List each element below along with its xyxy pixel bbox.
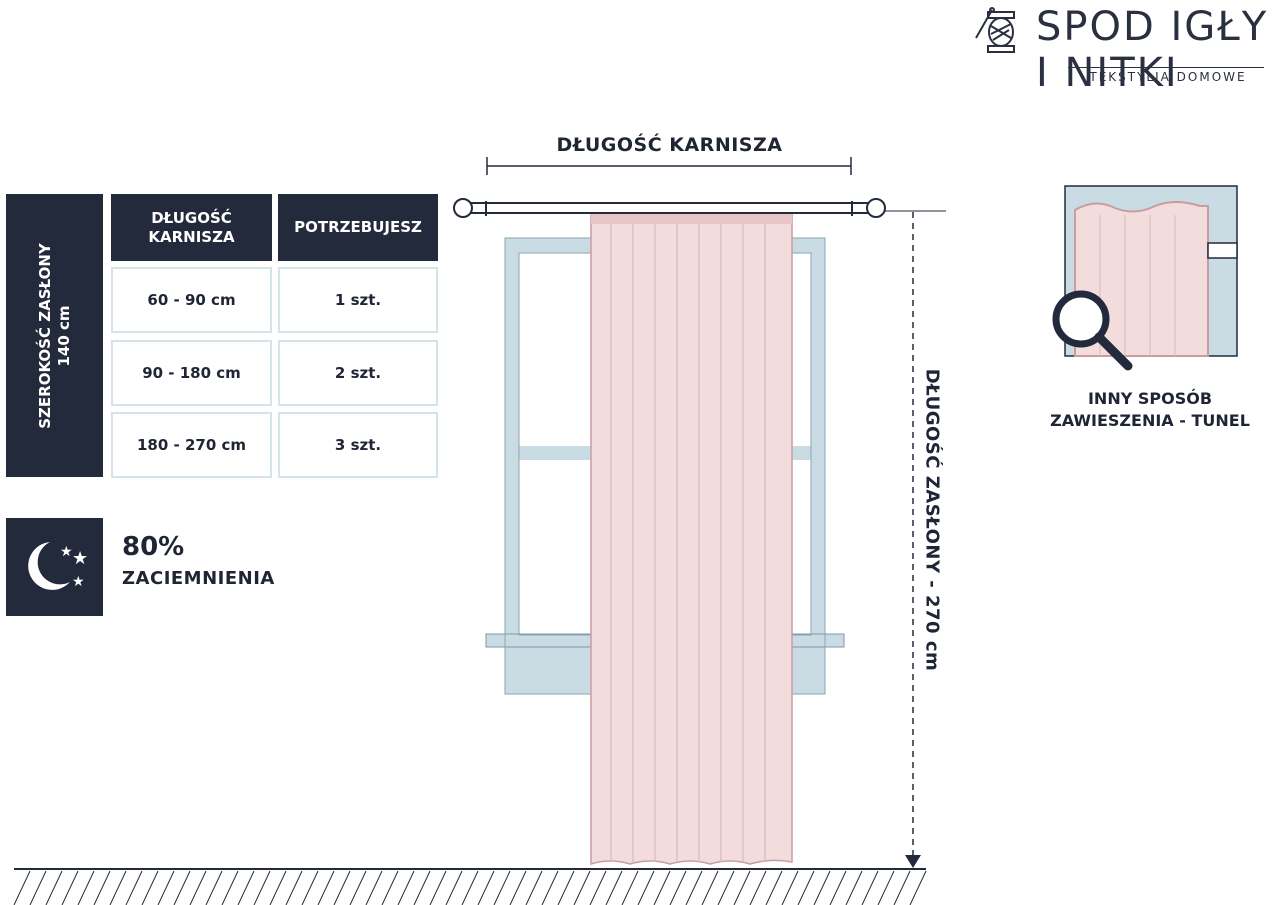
magnifier-icon	[1052, 290, 1133, 371]
rod-length-label: DŁUGOŚĆ KARNISZA	[556, 134, 783, 156]
curtain	[590, 213, 793, 866]
brand-name: SPOD IGŁY I NITKI	[1036, 4, 1269, 96]
curtain-length-dimension	[905, 212, 921, 868]
svg-text:★: ★	[72, 548, 88, 569]
table-cell-rod-length: 60 - 90 cm	[111, 267, 272, 333]
brand-logo-icon	[975, 7, 1015, 53]
rod-length-dimension	[486, 157, 852, 175]
brand-tagline: TEKSTYLIA DOMOWE	[1089, 70, 1247, 84]
svg-text:★: ★	[72, 574, 85, 590]
floor	[13, 868, 927, 905]
table-cell-needed: 2 szt.	[278, 340, 438, 406]
table-cell-needed: 1 szt.	[278, 267, 438, 333]
table-cell-rod-length: 180 - 270 cm	[111, 412, 272, 478]
table-cell-rod-length: 90 - 180 cm	[111, 340, 272, 406]
curtain-length-label: DŁUGOŚĆ ZASŁONY - 270 cm	[921, 368, 943, 672]
moon-stars-icon: ★ ★ ★	[28, 542, 88, 590]
tunnel-label: INNY SPOSÓB ZAWIESZENIA - TUNEL	[1050, 389, 1250, 430]
table-header-needed: POTRZEBUJESZ	[278, 194, 438, 261]
curtain-width-label: SZEROKOŚĆ ZASŁONY 140 cm	[6, 194, 103, 477]
svg-text:★: ★	[60, 544, 73, 560]
blackout-percent: 80%	[122, 532, 185, 562]
table-header-rod-length: DŁUGOŚĆ KARNISZA	[111, 194, 272, 261]
brand-divider	[1068, 67, 1264, 68]
blackout-label: ZACIEMNIENIA	[122, 568, 275, 589]
table-cell-needed: 3 szt.	[278, 412, 438, 478]
blackout-icon-box: ★ ★ ★	[6, 518, 103, 616]
curtain-rod	[453, 198, 946, 218]
